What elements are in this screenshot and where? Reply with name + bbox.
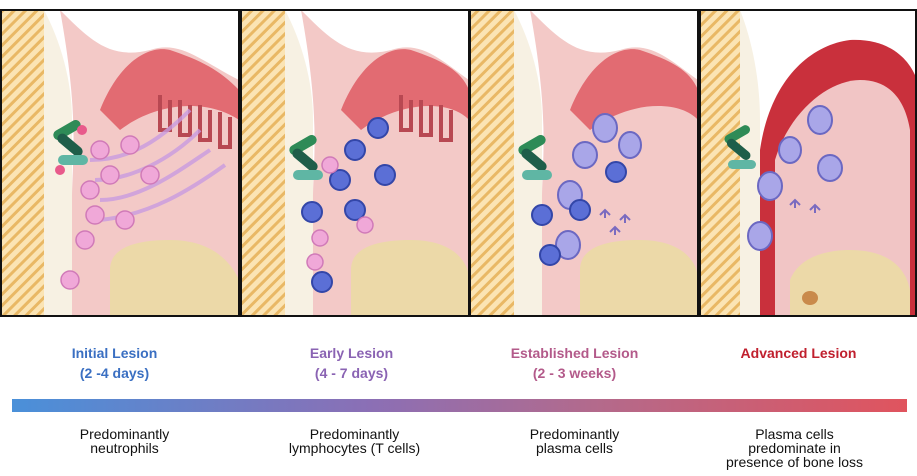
stage-description-initial: Predominantly neutrophils (10, 427, 239, 455)
stage-title-early: Early Lesion (4 - 7 days) (237, 343, 466, 383)
panel-initial-lesion (0, 10, 239, 317)
stage-title-established: Established Lesion (2 - 3 weeks) (460, 343, 689, 383)
stage-duration: (2 -4 days) (0, 363, 229, 383)
description-line: lymphocytes (T cells) (240, 441, 469, 455)
description-line: presence of bone loss (680, 455, 909, 469)
stage-name: Advanced Lesion (684, 343, 913, 363)
stage-name: Established Lesion (460, 343, 689, 363)
stage-name: Initial Lesion (0, 343, 229, 363)
panel-established-lesion (470, 10, 698, 317)
panel-advanced-lesion (700, 10, 917, 317)
lesion-panels (0, 0, 917, 320)
description-line: predominate in (680, 441, 909, 455)
stage-title-advanced: Advanced Lesion (684, 343, 913, 363)
description-line: Plasma cells (680, 427, 909, 441)
panel-early-lesion (241, 10, 469, 317)
progression-gradient-bar (12, 399, 907, 412)
root-cementum (0, 10, 44, 317)
stage-description-advanced: Plasma cells predominate in presence of … (680, 427, 909, 469)
stage-description-early: Predominantly lymphocytes (T cells) (240, 427, 469, 455)
description-line: Predominantly (10, 427, 239, 441)
stage-title-initial: Initial Lesion (2 -4 days) (0, 343, 229, 383)
stage-description-established: Predominantly plasma cells (460, 427, 689, 455)
description-line: plasma cells (460, 441, 689, 455)
stage-name: Early Lesion (237, 343, 466, 363)
stage-duration: (4 - 7 days) (237, 363, 466, 383)
description-line: Predominantly (460, 427, 689, 441)
stage-duration: (2 - 3 weeks) (460, 363, 689, 383)
lesion-illustrations (0, 0, 917, 320)
description-line: neutrophils (10, 441, 239, 455)
description-line: Predominantly (240, 427, 469, 441)
